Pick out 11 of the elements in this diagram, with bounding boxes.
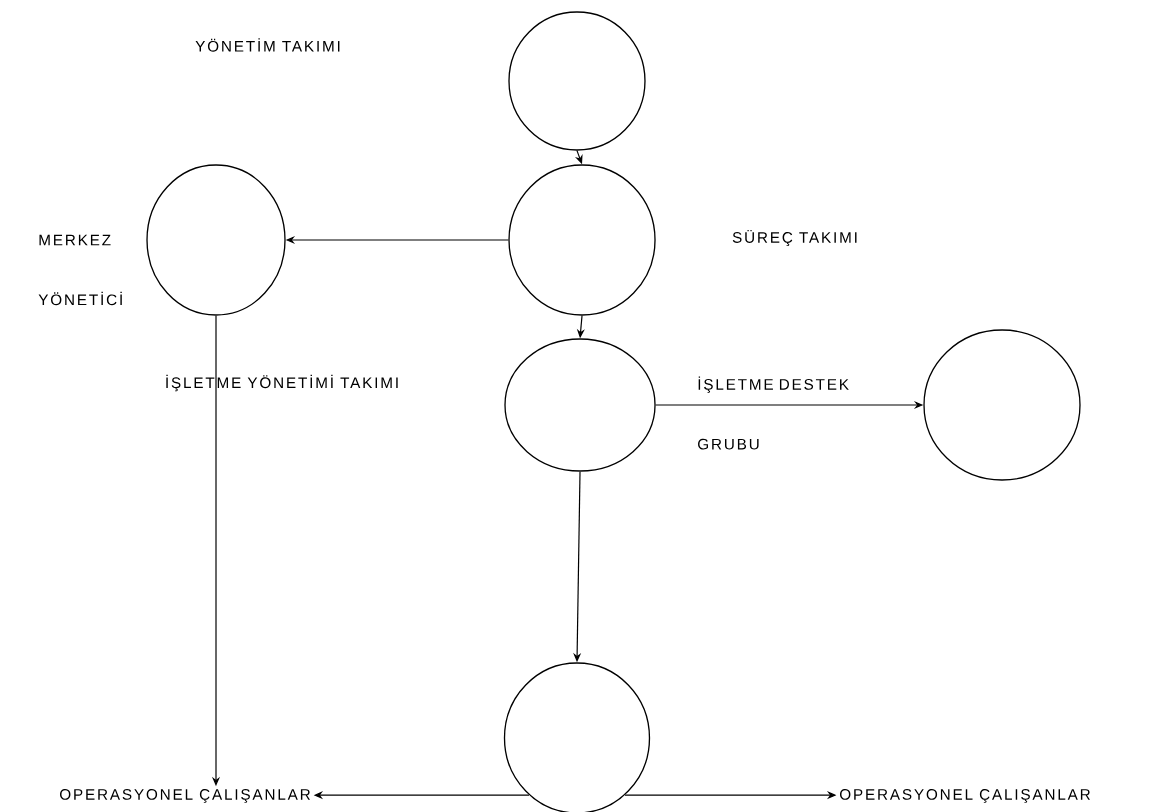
label-text: YÖNETİM TAKIMI — [195, 38, 340, 52]
circle — [923, 329, 1081, 481]
circle — [508, 164, 656, 316]
circle — [508, 11, 646, 151]
bare-text: OPERASYONEL ÇALIŞANLAR — [60, 789, 310, 803]
bare-text: OPERASYONEL ÇALIŞANLAR — [840, 789, 1090, 803]
label-text: MERKEZ YÖNETİCİ — [38, 234, 122, 306]
circle — [504, 338, 656, 472]
circle — [146, 164, 286, 316]
label-text: İŞLETME DESTEK GRUBU — [698, 376, 849, 450]
label-text: SÜREÇ TAKIMI — [732, 230, 857, 246]
